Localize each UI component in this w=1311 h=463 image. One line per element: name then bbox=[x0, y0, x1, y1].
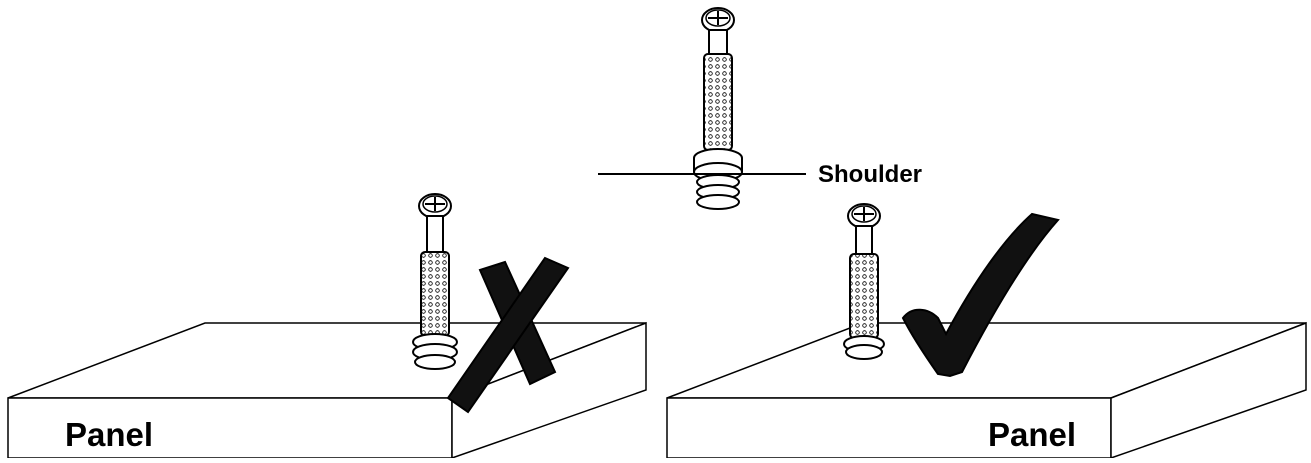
left-panel-side-face bbox=[451, 321, 647, 460]
dowel-incorrect bbox=[412, 193, 458, 370]
left-panel: Panel bbox=[7, 321, 647, 460]
cross-mark-icon bbox=[446, 256, 570, 414]
knurled-shaft-right bbox=[849, 253, 879, 339]
right-panel: Panel bbox=[666, 321, 1307, 460]
knurled-shaft-left bbox=[420, 251, 450, 337]
shoulder-label: Shoulder bbox=[818, 161, 922, 188]
dowel-correct bbox=[843, 203, 885, 360]
panel-label-right: Panel bbox=[988, 416, 1076, 453]
check-mark-icon bbox=[901, 212, 1060, 378]
panel-label-left: Panel bbox=[65, 416, 153, 453]
knurled-shaft-top bbox=[703, 53, 733, 151]
dowel-with-shoulder bbox=[693, 7, 743, 210]
right-panel-side-face bbox=[1110, 321, 1307, 460]
